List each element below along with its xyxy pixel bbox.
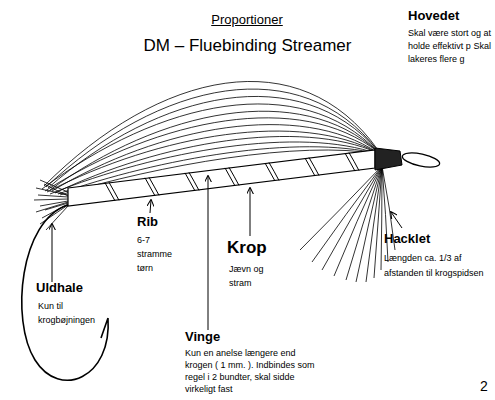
fly-head xyxy=(375,148,402,170)
hackle-fibre xyxy=(312,166,382,262)
page-heading: Proportioner xyxy=(147,12,347,28)
part-name: Hovedet xyxy=(408,8,495,24)
rib-turn xyxy=(145,177,159,196)
fly-body xyxy=(68,150,375,206)
tail-fibre xyxy=(44,184,68,196)
rib-turn xyxy=(265,163,279,182)
tail-fibre xyxy=(38,195,68,197)
hook-eye xyxy=(401,150,441,170)
part-name: Uldhale xyxy=(36,280,106,296)
rib-turns xyxy=(105,153,359,201)
part-note: Jævn og stram xyxy=(229,262,277,290)
leader-arrow xyxy=(52,224,53,282)
rib-turn xyxy=(185,172,199,191)
tail-fibre xyxy=(34,199,68,200)
rib-turn xyxy=(345,153,359,172)
part-name: Vinge xyxy=(185,329,245,345)
hackle-fibre xyxy=(300,166,382,250)
rib-turn xyxy=(105,182,119,201)
leader-arrow xyxy=(391,212,402,228)
hackle-fibre xyxy=(346,166,382,280)
leader-arrow xyxy=(150,200,151,213)
part-name: Hacklet xyxy=(384,231,484,247)
hackle-fibre xyxy=(322,166,382,270)
leader-arrow xyxy=(208,176,209,330)
hackle-fibre xyxy=(374,166,382,278)
page-number: 2 xyxy=(480,378,494,394)
hackle-fibre xyxy=(366,166,382,282)
part-note: Skal være stort og at holde effektivt p … xyxy=(408,27,495,66)
part-name: Rib xyxy=(137,214,177,230)
part-note: 6-7 stramme tørn xyxy=(137,233,181,275)
hackle-fibre xyxy=(381,166,382,270)
part-note: Kun til krogbøjningen xyxy=(38,299,104,327)
leader-arrows xyxy=(52,176,402,330)
rib-turn xyxy=(225,167,239,186)
wool-tail xyxy=(34,180,68,230)
hackle-fibre xyxy=(356,166,382,282)
hook-bend xyxy=(22,205,108,380)
hackle-fibre xyxy=(334,166,382,276)
part-note: Kun en anelse længere end krogen ( 1 mm.… xyxy=(185,347,317,395)
rib-turn xyxy=(305,158,319,177)
hackle xyxy=(300,166,395,282)
part-note: Længden ca. 1/3 af afstanden til krogspi… xyxy=(384,251,484,281)
leader-arrow xyxy=(250,188,251,236)
part-name: Krop xyxy=(227,238,287,258)
